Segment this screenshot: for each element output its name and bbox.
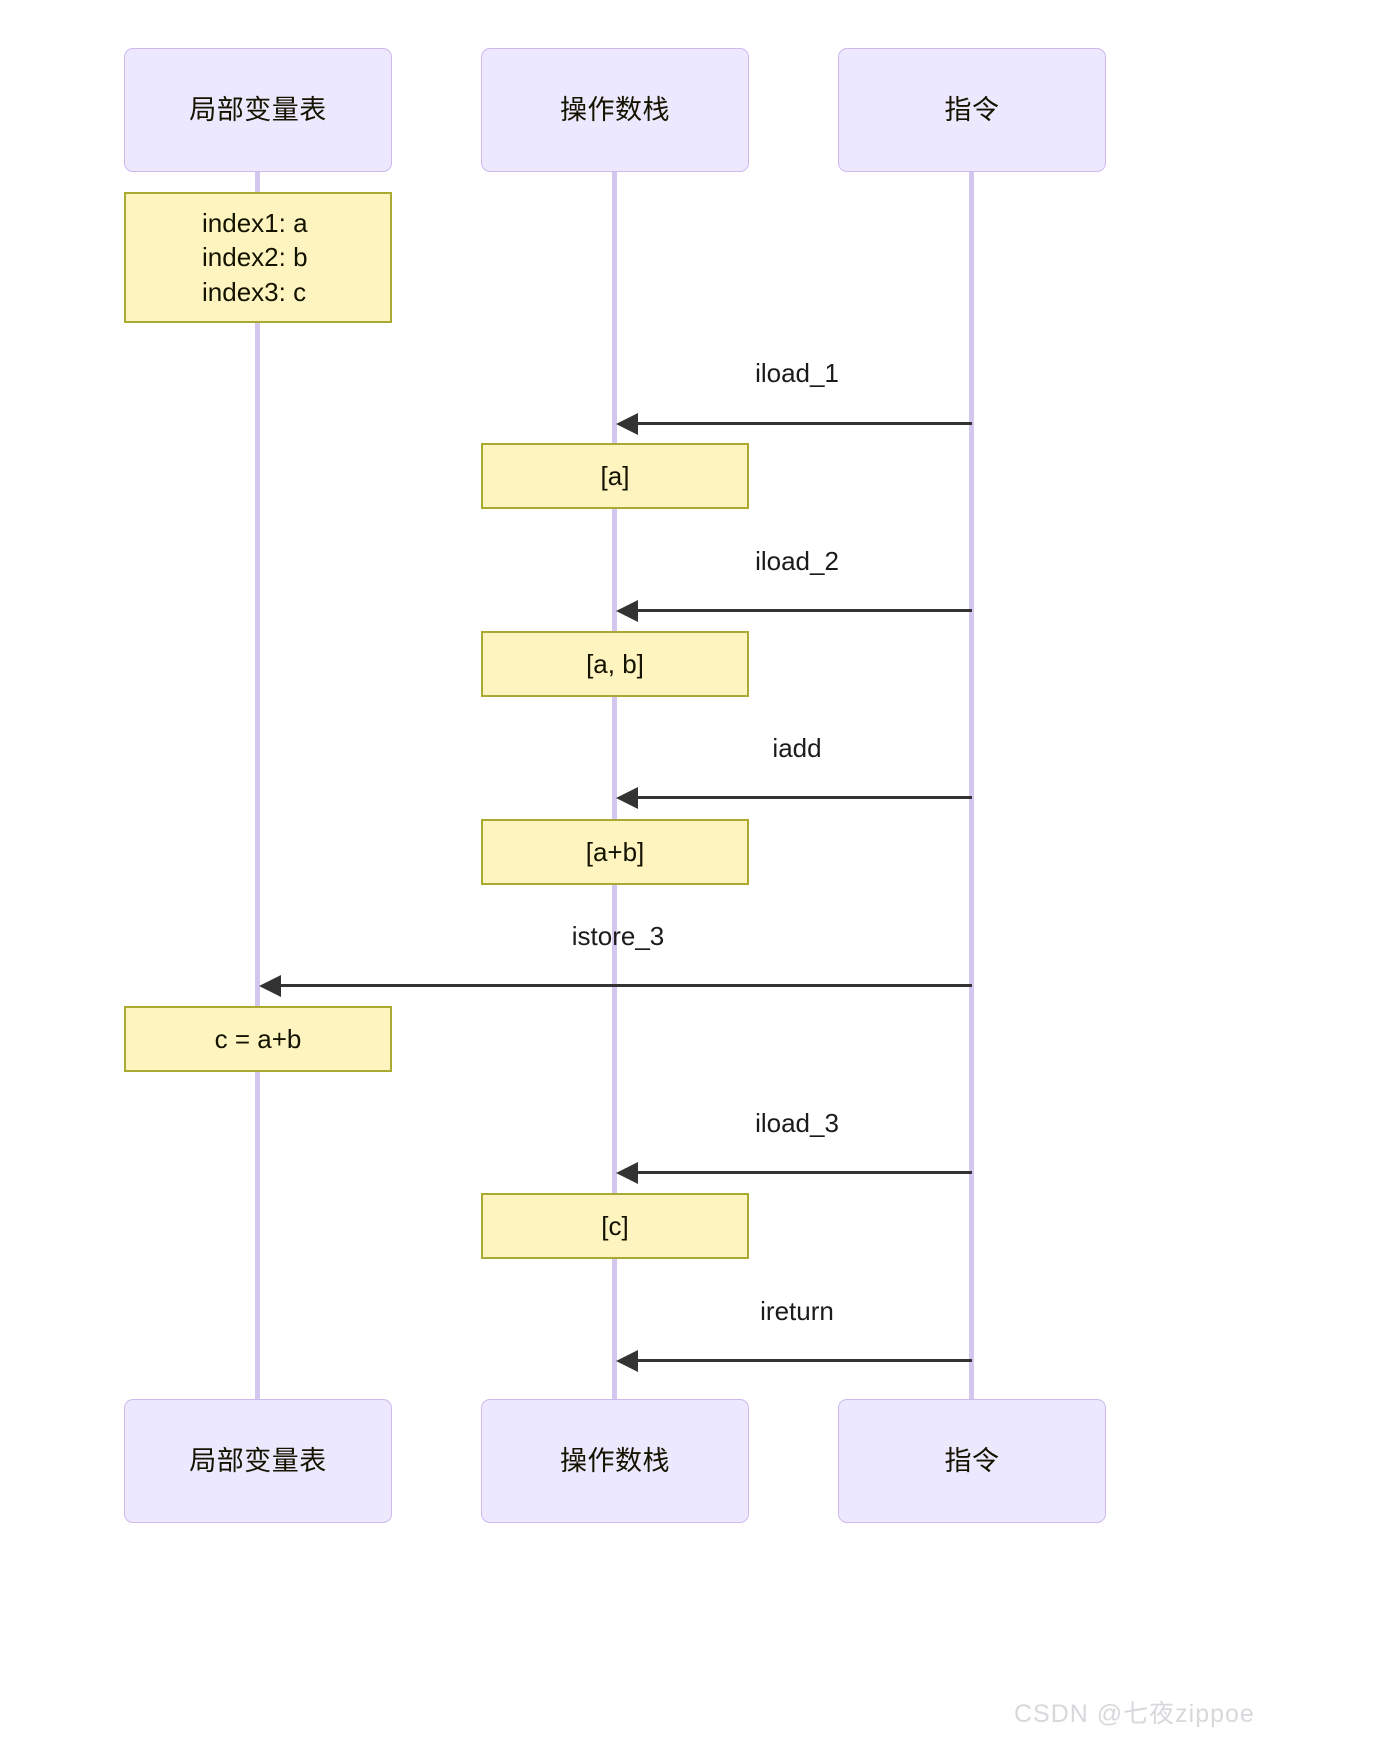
actor-header-instr-label: 指令	[944, 94, 1000, 125]
actor-header-instr[interactable]: 指令	[838, 48, 1106, 172]
note-line: c = a+b	[214, 1023, 302, 1054]
message-arrowhead-iload_3	[616, 1162, 638, 1184]
message-label-iload_3: iload_3	[755, 1108, 839, 1138]
note-line: [a+b]	[585, 836, 645, 867]
lifeline-stack	[612, 172, 617, 1401]
actor-header-locals-label: 局部变量表	[189, 94, 327, 125]
actor-footer-instr[interactable]: 指令	[838, 1399, 1106, 1523]
watermark: CSDN @七夜zippoe	[1014, 1700, 1255, 1728]
message-arrowhead-iadd	[616, 787, 638, 809]
actor-footer-stack[interactable]: 操作数栈	[481, 1399, 749, 1523]
message-line-iload_3	[633, 1171, 972, 1174]
note-stack-ab: [a, b]	[481, 631, 749, 697]
actor-footer-locals-label: 局部变量表	[189, 1445, 327, 1476]
actor-footer-instr-label: 指令	[944, 1445, 1000, 1476]
note-stack-apb: [a+b]	[481, 819, 749, 885]
note-line: index2: b	[202, 242, 308, 273]
actor-header-stack-label: 操作数栈	[560, 94, 670, 125]
actor-header-stack[interactable]: 操作数栈	[481, 48, 749, 172]
message-arrowhead-iload_2	[616, 600, 638, 622]
note-line: [a, b]	[586, 648, 644, 679]
message-arrowhead-iload_1	[616, 413, 638, 435]
note-line: [a]	[600, 460, 630, 491]
note-stack-a: [a]	[481, 443, 749, 509]
message-arrowhead-ireturn	[616, 1350, 638, 1372]
message-label-iload_2: iload_2	[755, 546, 839, 576]
message-line-iload_2	[633, 609, 972, 612]
message-line-istore_3	[276, 984, 972, 987]
note-locals-c: c = a+b	[124, 1006, 392, 1072]
note-stack-c: [c]	[481, 1193, 749, 1259]
lifeline-instr	[969, 172, 974, 1401]
note-line: index3: c	[202, 276, 307, 307]
actor-footer-stack-label: 操作数栈	[560, 1445, 670, 1476]
actor-header-locals[interactable]: 局部变量表	[124, 48, 392, 172]
message-label-iadd: iadd	[772, 733, 822, 763]
message-label-istore_3: istore_3	[571, 921, 665, 951]
message-label-ireturn: ireturn	[760, 1296, 834, 1326]
note-line: index1: a	[202, 208, 308, 239]
message-arrowhead-istore_3	[259, 975, 281, 997]
note-locals-init: index1: a index2: b index3: c	[124, 192, 392, 323]
lifeline-locals	[255, 172, 260, 1401]
message-line-iload_1	[633, 422, 972, 425]
note-line: [c]	[601, 1210, 629, 1241]
message-line-iadd	[633, 796, 972, 799]
message-label-iload_1: iload_1	[755, 358, 839, 388]
message-line-ireturn	[633, 1359, 972, 1362]
actor-footer-locals[interactable]: 局部变量表	[124, 1399, 392, 1523]
